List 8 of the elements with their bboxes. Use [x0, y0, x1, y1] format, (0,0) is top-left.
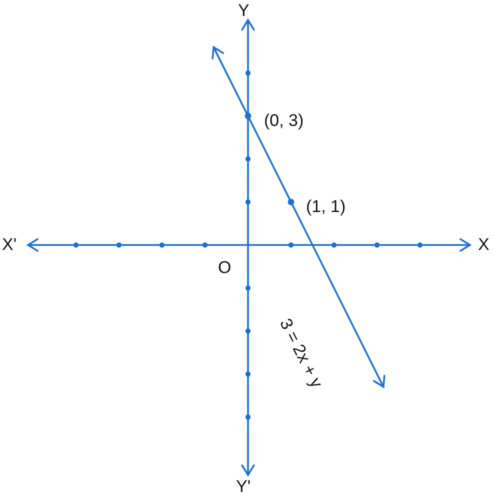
- axis-label: Y: [238, 2, 250, 19]
- axis-label: X: [478, 236, 490, 253]
- point-label: (0, 3): [264, 112, 304, 129]
- point-label: (1, 1): [306, 198, 346, 215]
- axis-label: X': [2, 236, 17, 253]
- axis-label: Y': [236, 478, 251, 495]
- origin-label: O: [218, 259, 232, 276]
- equation-label: 3 = 2x + y: [276, 316, 326, 390]
